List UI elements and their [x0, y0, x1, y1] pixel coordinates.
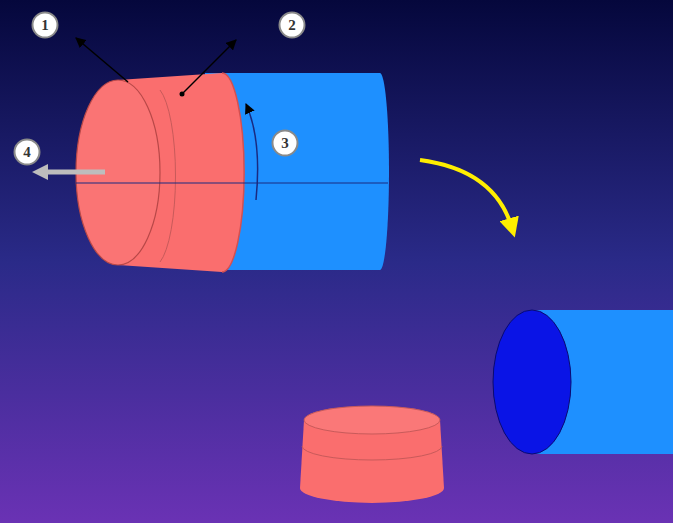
move-arrow	[420, 160, 512, 228]
cap-face	[304, 406, 440, 434]
axis-line	[76, 183, 388, 184]
callout-circle: 4	[13, 138, 41, 166]
stress-arrow	[182, 40, 236, 94]
curve-arrow	[246, 104, 258, 200]
callout-circle: 1	[31, 11, 59, 39]
cylinder-face	[493, 310, 571, 454]
cap-edge	[222, 73, 244, 272]
callout-number: 2	[288, 17, 296, 34]
callout-number: 4	[23, 144, 31, 161]
callout-circle: 3	[271, 129, 299, 157]
callout-circle: 2	[278, 11, 306, 39]
callout-number: 3	[281, 135, 289, 152]
callout-number: 1	[41, 17, 49, 34]
force-arrow	[40, 170, 105, 175]
normal-arrow	[76, 38, 128, 82]
cap-rim	[160, 90, 176, 262]
cap-rim	[302, 446, 442, 460]
